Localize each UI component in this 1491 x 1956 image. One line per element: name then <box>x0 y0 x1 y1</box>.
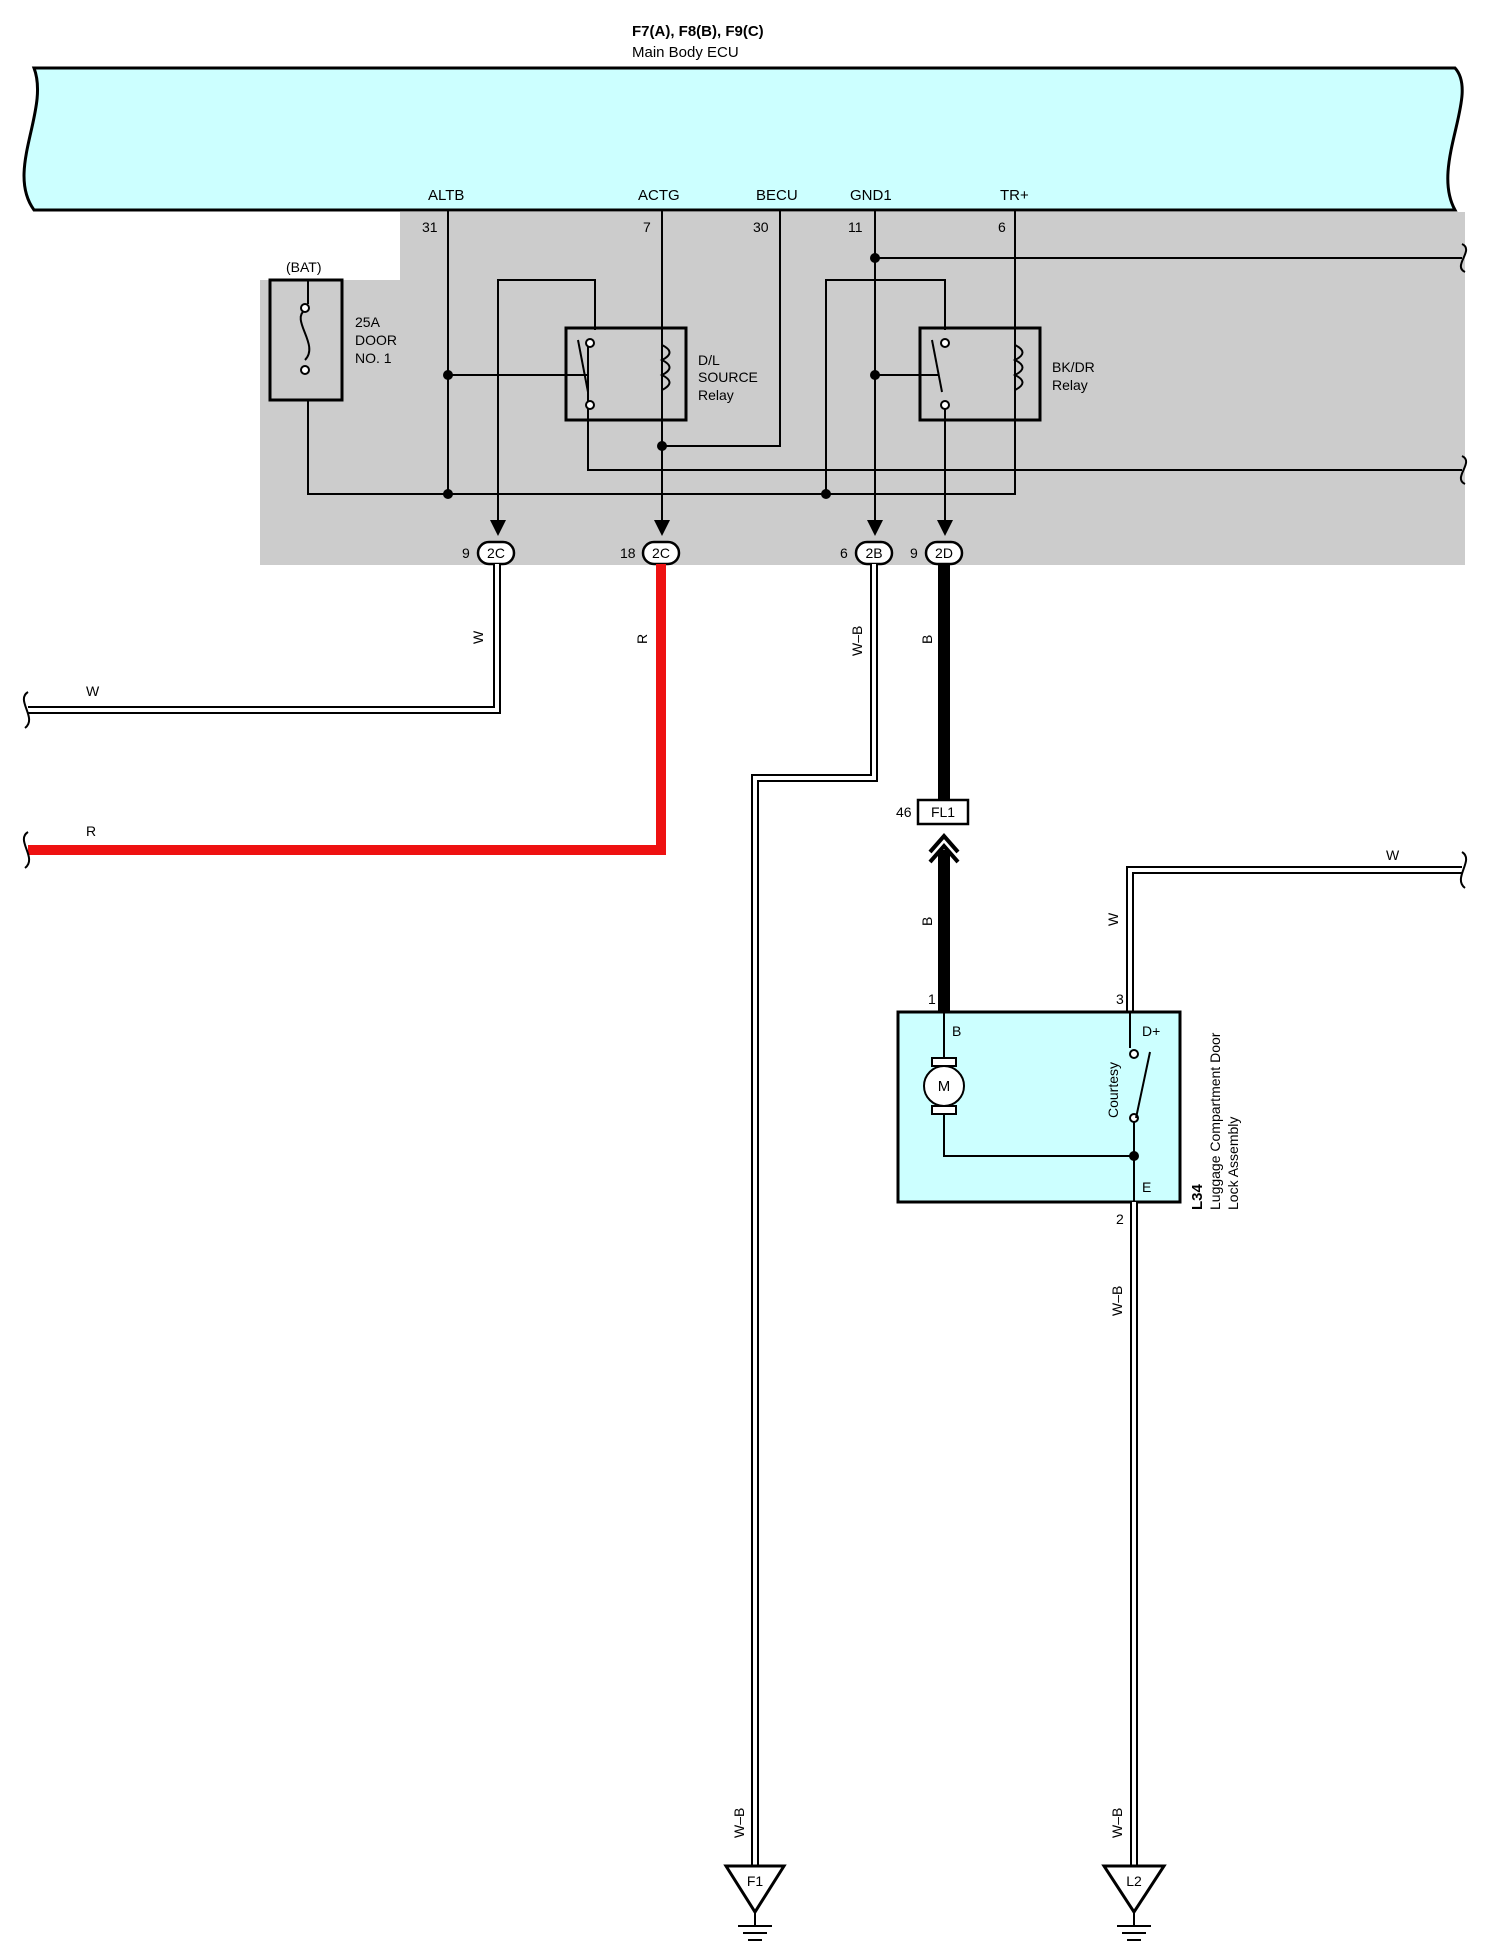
junction-connector-2c-a: 2C 9 <box>462 540 516 566</box>
wire-w-left-label: W <box>86 683 100 699</box>
pin-dplus-label: D+ <box>1142 1023 1160 1039</box>
junction-pin: 9 <box>910 545 918 561</box>
svg-text:2B: 2B <box>865 545 882 561</box>
svg-text:2C: 2C <box>652 545 670 561</box>
wire-r-left-label: R <box>86 823 96 839</box>
inline-connector-pin: 46 <box>896 804 912 820</box>
courtesy-switch-label: Courtesy <box>1105 1062 1121 1118</box>
motor-label: M <box>938 1078 951 1095</box>
relay-block-area <box>260 212 1465 565</box>
luggage-door-lock-assembly <box>896 1010 1182 1204</box>
ground-f1-label: F1 <box>747 1873 764 1889</box>
bkdr-relay-line1: BK/DR <box>1052 359 1095 375</box>
fuse-rating: 25A <box>355 314 381 330</box>
dl-source-relay <box>564 326 688 422</box>
dl-relay-line1: D/L <box>698 352 720 368</box>
pin-gnd1-label: GND1 <box>850 187 892 204</box>
pin-actg-label: ACTG <box>638 187 680 204</box>
fuse-icon <box>299 309 311 361</box>
component-code: L34 <box>1189 1183 1206 1210</box>
junction-connector-2c-b: 2C 18 <box>620 540 681 566</box>
junction-pin: 18 <box>620 545 636 561</box>
pin-e-label: E <box>1142 1179 1151 1195</box>
pin-trplus-label: TR+ <box>1000 187 1029 204</box>
wire-wb-to-f1 <box>751 564 878 1870</box>
wire-w-right-vertical-label: W <box>1105 912 1121 926</box>
pin-altb-number: 31 <box>422 219 438 235</box>
pin-b-label: B <box>952 1023 961 1039</box>
wire-b-lower-label: B <box>919 917 935 926</box>
wire-r-vertical-label: R <box>634 634 650 644</box>
connector-arrows <box>490 520 953 536</box>
pin-d-number: 3 <box>1116 991 1124 1007</box>
break-marks <box>1459 243 1468 485</box>
wire-w-right <box>1126 851 1468 1012</box>
component-name-line1: Luggage Compartment Door <box>1207 1032 1223 1210</box>
wire-wb-ground-f1-label: W–B <box>731 1808 747 1838</box>
dl-relay-line2: SOURCE <box>698 369 758 385</box>
wire-w-right-horizontal-label: W <box>1386 847 1400 863</box>
connector-codes: F7(A), F8(B), F9(C) <box>632 23 764 40</box>
junction-pin: 6 <box>840 545 848 561</box>
bkdr-relay <box>918 326 1042 422</box>
junction-pin: 9 <box>462 545 470 561</box>
pin-altb-label: ALTB <box>428 187 464 204</box>
component-name-line2: Lock Assembly <box>1225 1117 1241 1210</box>
courtesy-switch-icon <box>1135 1051 1151 1119</box>
wire-wb-vertical-label: W–B <box>849 626 865 656</box>
wire-w-vertical-label: W <box>470 630 486 644</box>
pin-becu-label: BECU <box>756 187 798 204</box>
pin-gnd1-number: 11 <box>848 219 863 235</box>
relay-coil-icon <box>1012 344 1024 391</box>
wire-b <box>928 564 960 1012</box>
dl-relay-line3: Relay <box>698 387 734 403</box>
wire-b-upper-label: B <box>919 635 935 644</box>
pin-actg-number: 7 <box>643 219 651 235</box>
ecu-name: Main Body ECU <box>632 44 739 61</box>
main-body-ecu <box>22 66 1464 212</box>
bkdr-relay-line2: Relay <box>1052 377 1088 393</box>
pin-becu-number: 30 <box>753 219 769 235</box>
svg-text:2D: 2D <box>935 545 953 561</box>
pin-trplus-number: 6 <box>998 219 1006 235</box>
svg-text:FL1: FL1 <box>931 804 955 820</box>
pin-e-number: 2 <box>1116 1211 1124 1227</box>
junction-dots <box>443 253 880 499</box>
wire-r-left <box>22 564 666 869</box>
inline-connector-fl1: FL1 <box>916 798 970 826</box>
wire-wb-ground-l2-label: W–B <box>1109 1808 1125 1838</box>
ground-l2-label: L2 <box>1126 1873 1142 1889</box>
relay-coil-icon <box>659 344 671 391</box>
svg-text:2C: 2C <box>487 545 505 561</box>
fuse-box <box>268 278 344 402</box>
ground-l2 <box>1101 1864 1167 1941</box>
ground-f1 <box>723 1864 787 1941</box>
wire-w-left <box>22 564 501 729</box>
fuse-name-line1: DOOR <box>355 332 397 348</box>
pin-b-number: 1 <box>928 991 936 1007</box>
wire-wb-component-label: W–B <box>1109 1286 1125 1316</box>
fuse-source-label: (BAT) <box>286 259 322 275</box>
fuse-name-line2: NO. 1 <box>355 350 392 366</box>
